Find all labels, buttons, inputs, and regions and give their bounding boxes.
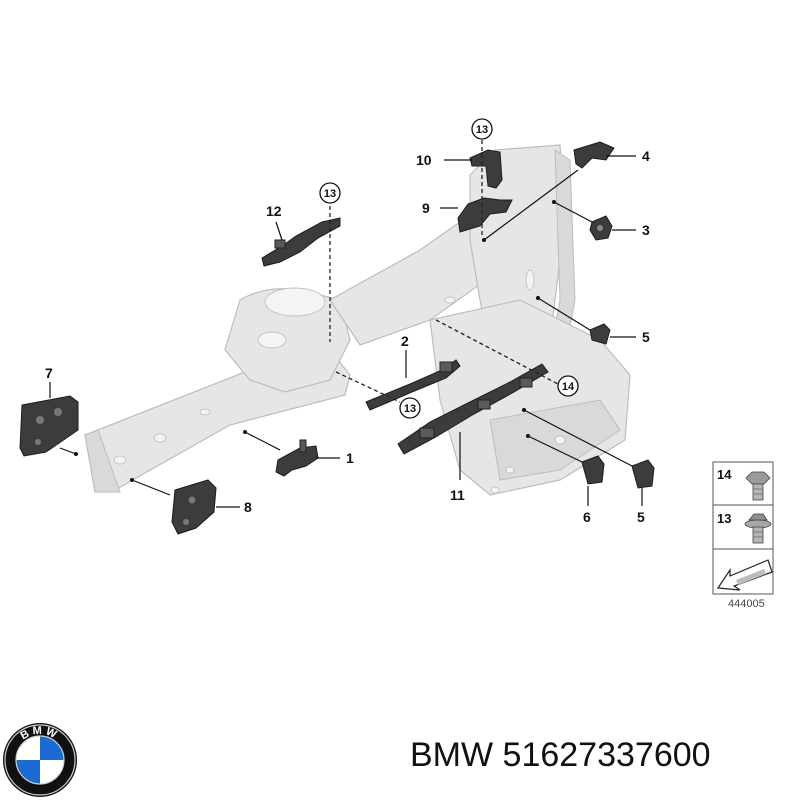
fastener-callout-13-top: 13 [471, 118, 493, 140]
bracket-part-9 [457, 197, 513, 233]
bmw-logo-icon: BMW [3, 723, 77, 797]
bracket-part-6 [581, 455, 605, 485]
bracket-part-4 [573, 141, 615, 169]
callout-5-lower: 5 [637, 509, 645, 525]
bracket-part-11 [397, 363, 549, 455]
legend-label-14: 14 [717, 467, 732, 482]
bracket-part-8 [171, 479, 217, 535]
rear-frame-structure [84, 144, 631, 496]
svg-text:14: 14 [562, 381, 575, 393]
callout-4: 4 [642, 148, 650, 164]
callout-2: 2 [401, 333, 409, 349]
bracket-part-12 [261, 217, 341, 267]
callout-12: 12 [266, 203, 282, 219]
callout-10: 10 [416, 152, 432, 168]
svg-text:BMW: BMW [19, 725, 62, 743]
callout-11: 11 [450, 487, 465, 503]
callout-9: 9 [422, 200, 430, 216]
bracket-part-1 [275, 439, 319, 477]
part-number: 51627337600 [502, 736, 711, 774]
fastener-callout-14: 14 [557, 375, 579, 397]
dashed-alignment-lines [329, 140, 559, 403]
callout-3: 3 [642, 222, 650, 238]
hex-bolt-icon [745, 471, 771, 501]
flange-bolt-icon [744, 513, 772, 544]
callout-8: 8 [244, 499, 252, 515]
svg-text:13: 13 [324, 188, 336, 200]
callout-7: 7 [45, 365, 53, 381]
diagram-reference-number: 444005 [728, 598, 765, 610]
svg-text:13: 13 [476, 124, 488, 136]
bracket-part-5-lower [631, 459, 655, 489]
svg-text:13: 13 [404, 403, 416, 415]
fastener-legend: 14 13 444005 [712, 461, 774, 610]
leader-lines [49, 155, 643, 508]
callout-6: 6 [583, 509, 591, 525]
bracket-part-10 [469, 149, 503, 189]
arrow-forward-icon [716, 559, 773, 591]
bracket-part-7 [19, 395, 79, 457]
bracket-part-5-upper [589, 323, 611, 345]
callout-5-upper: 5 [642, 329, 650, 345]
fastener-callout-13-center: 13 [399, 397, 421, 419]
legend-label-13: 13 [717, 511, 731, 526]
brand-name: BMW [410, 736, 494, 774]
nut-part-3 [589, 215, 613, 241]
callout-1: 1 [346, 450, 354, 466]
fastener-callout-13-upper-left: 13 [319, 182, 341, 204]
brand-part-number-caption: BMW 51627337600 [410, 736, 711, 775]
